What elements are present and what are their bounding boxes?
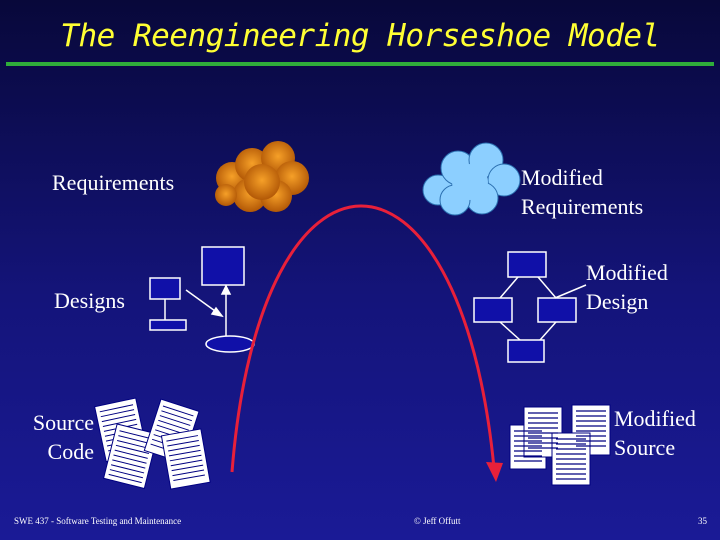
source-code-line2: Code: [47, 439, 94, 464]
modified-design-line1: Modified: [586, 260, 668, 285]
modified-design-label: Modified Design: [586, 258, 668, 316]
horseshoe-arrow: [230, 204, 496, 473]
source-code-line1: Source: [32, 410, 94, 435]
horseshoe-arrowhead: [486, 462, 503, 482]
source-code-pages: [94, 397, 211, 490]
modified-source-pages: [509, 404, 611, 486]
requirements-cloud: [215, 141, 309, 212]
modified-requirements-line2: Requirements: [521, 194, 644, 219]
title-underline: [6, 62, 714, 66]
modified-source-line2: Source: [614, 435, 676, 460]
modified-design-line2: Design: [586, 289, 649, 314]
source-code-label: Source Code: [22, 408, 94, 466]
footer-author: © Jeff Offutt: [414, 516, 461, 526]
footer-course: SWE 437 - Software Testing and Maintenan…: [14, 516, 182, 526]
modified-requirements-line1: Modified: [521, 165, 603, 190]
modified-requirements-label: Modified Requirements: [521, 163, 643, 221]
designs-diagram: [149, 246, 255, 353]
modified-source-label: Modified Source: [614, 404, 696, 462]
footer-page-number: 35: [698, 516, 707, 526]
designs-label: Designs: [54, 288, 125, 313]
requirements-label: Requirements: [52, 170, 175, 195]
modified-requirements-cloud: [422, 142, 521, 216]
modified-design-diagram: [473, 251, 587, 363]
modified-source-line1: Modified: [614, 406, 696, 431]
slide-title: The Reengineering Horseshoe Model: [60, 18, 660, 54]
